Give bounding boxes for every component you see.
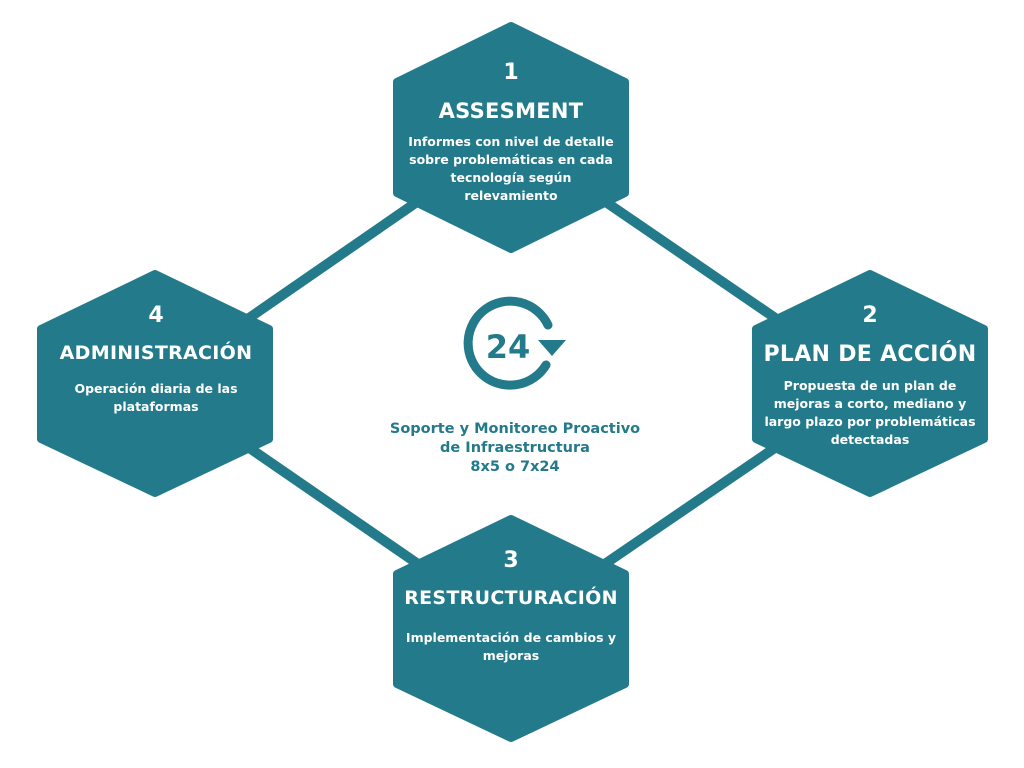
hexagon-step-1 bbox=[393, 22, 629, 253]
step-title: ADMINISTRACIÓN bbox=[59, 342, 253, 364]
24-hour-cycle-icon bbox=[463, 296, 566, 390]
step-title: ASSESMENT bbox=[438, 99, 584, 123]
step-title: RESTRUCTURACIÓN bbox=[404, 587, 618, 609]
step-number: 2 bbox=[862, 303, 878, 328]
hexagon-step-4 bbox=[37, 270, 273, 497]
hexagon-step-3 bbox=[393, 515, 629, 742]
step-3: 3 RESTRUCTURACIÓN Implementación de camb… bbox=[393, 548, 629, 665]
icon-number: 24 bbox=[485, 328, 531, 366]
caption-line-1: Soporte y Monitoreo Proactivo bbox=[389, 421, 641, 437]
step-number: 1 bbox=[503, 60, 519, 85]
center-caption: Soporte y Monitoreo Proactivo de Infraes… bbox=[380, 420, 650, 477]
hexagon-step-2 bbox=[752, 270, 988, 497]
step-title: PLAN DE ACCIÓN bbox=[763, 342, 977, 367]
step-description: Propuesta de un plan de mejoras a corto,… bbox=[764, 378, 976, 447]
step-number: 3 bbox=[503, 548, 519, 573]
caption-line-3: 8x5 o 7x24 bbox=[470, 459, 560, 475]
step-1: 1 ASSESMENT Informes con nivel de detall… bbox=[393, 60, 629, 205]
step-description: Informes con nivel de detalle sobre prob… bbox=[408, 134, 614, 203]
caption-line-2: de Infraestructura bbox=[440, 440, 590, 456]
step-4: 4 ADMINISTRACIÓN Operación diaria de las… bbox=[38, 303, 274, 416]
step-description: Operación diaria de las plataformas bbox=[74, 381, 238, 414]
step-2: 2 PLAN DE ACCIÓN Propuesta de un plan de… bbox=[752, 303, 988, 449]
step-description: Implementación de cambios y mejoras bbox=[405, 630, 617, 663]
step-number: 4 bbox=[148, 303, 164, 328]
